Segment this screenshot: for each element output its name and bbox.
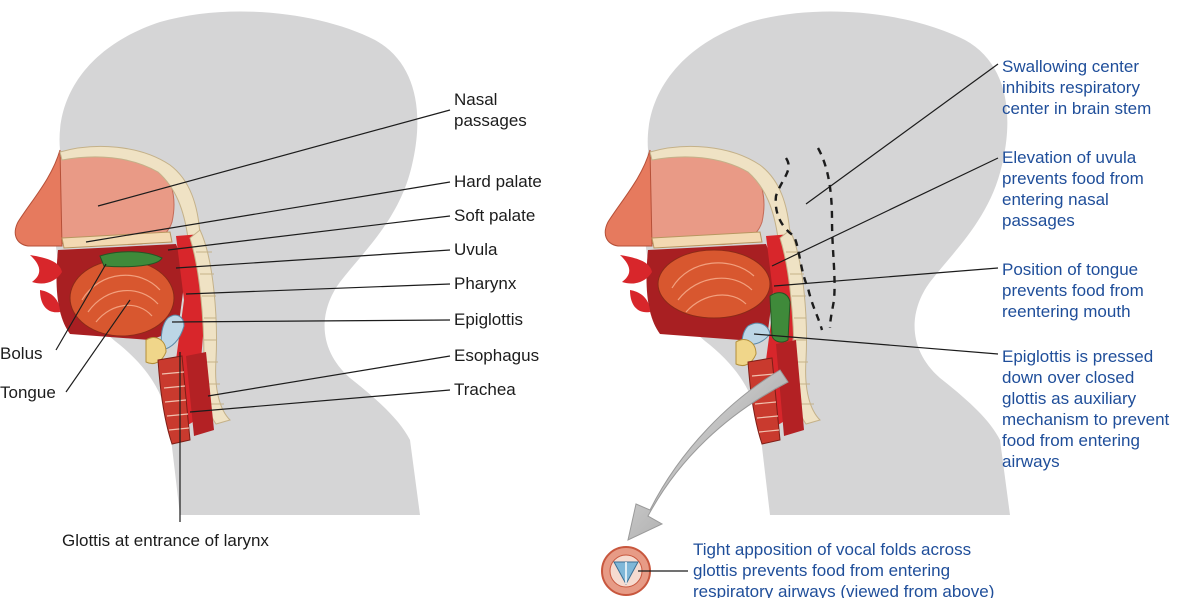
label-soft-palate: Soft palate <box>454 206 536 225</box>
right-hard-palate <box>651 231 763 249</box>
label-swallowing-center: Swallowing center inhibits respiratory c… <box>1002 57 1152 118</box>
label-pharynx: Pharynx <box>454 274 517 293</box>
label-epiglottis-pressed: Epiglottis is pressed down over closed g… <box>1002 347 1170 471</box>
right-tongue-fibers <box>671 262 755 313</box>
label-esophagus: Esophagus <box>454 346 540 365</box>
left-epiglottis <box>160 314 185 351</box>
label-uvula: Uvula <box>454 240 498 259</box>
left-trachea <box>157 355 191 445</box>
label-tongue: Tongue <box>0 383 56 402</box>
left-spine <box>189 229 231 425</box>
right-spine-segments <box>786 251 814 405</box>
label-nasal-passages: Nasal passages <box>454 90 527 130</box>
label-vocal-folds: Tight apposition of vocal folds across g… <box>693 540 995 598</box>
left-esophagus <box>186 352 214 436</box>
left-leader-lines <box>55 109 451 522</box>
label-tongue-position: Position of tongue prevents food from re… <box>1002 260 1144 321</box>
left-head <box>14 11 451 522</box>
left-bolus <box>99 251 163 268</box>
label-bolus: Bolus <box>0 344 43 363</box>
left-larynx-cartilage <box>145 337 167 365</box>
label-uvula-elevation: Elevation of uvula prevents food from en… <box>1002 148 1144 230</box>
right-brainstem-outline <box>774 157 824 331</box>
right-brainstem-outline-2 <box>816 147 836 329</box>
right-bolus <box>769 292 791 343</box>
left-head-silhouette <box>55 11 420 516</box>
label-trachea: Trachea <box>454 380 516 399</box>
right-larynx-cartilage <box>735 339 757 367</box>
right-lips <box>620 255 652 313</box>
left-spine-segments <box>196 251 224 405</box>
left-trachea-rings <box>161 371 190 431</box>
label-glottis: Glottis at entrance of larynx <box>62 531 269 550</box>
right-leader-lines <box>753 63 999 355</box>
left-tongue-fibers <box>81 274 161 323</box>
right-spine <box>779 229 821 425</box>
right-head-silhouette <box>644 11 1010 516</box>
glottis-top-view <box>601 546 651 596</box>
right-esophagus <box>776 340 804 436</box>
label-hard-palate: Hard palate <box>454 172 542 191</box>
glottis-view-arrow <box>627 369 789 541</box>
label-epiglottis: Epiglottis <box>454 310 523 329</box>
left-face-skin <box>14 149 63 247</box>
right-face-skin <box>604 149 653 247</box>
left-lips <box>30 255 62 313</box>
right-head <box>601 11 1010 596</box>
